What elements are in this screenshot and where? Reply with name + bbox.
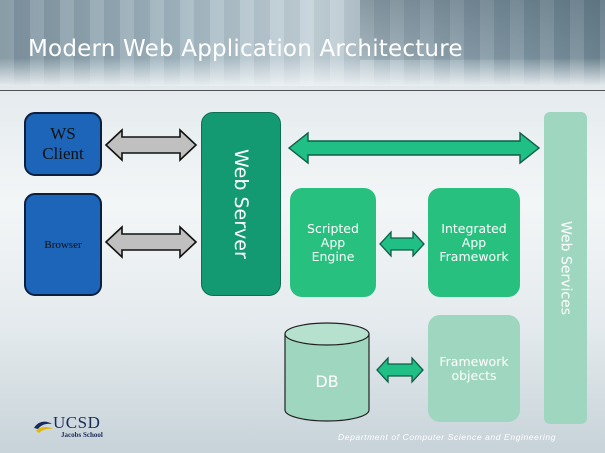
title-banner (0, 0, 605, 86)
db-frameworkobjects-arrow (376, 356, 424, 384)
database-cylinder (284, 322, 370, 422)
integrated-app-framework-label: Integrated App Framework (439, 220, 509, 264)
web-services-box: Web Services (544, 112, 587, 424)
browser-label: Browser (44, 238, 82, 251)
ucsd-logo-subtitle: Jacobs School (61, 431, 103, 439)
integrated-app-framework-box: Integrated App Framework (428, 188, 520, 297)
browser-box: Browser (24, 193, 102, 296)
engine-framework-arrow (379, 230, 425, 258)
scripted-app-engine-box: Scripted App Engine (290, 188, 376, 297)
web-server-label: Web Server (230, 149, 252, 259)
db-label: DB (315, 372, 339, 391)
ucsd-logo-text: UCSD (53, 413, 101, 432)
slide-title: Modern Web Application Architecture (28, 36, 463, 62)
framework-objects-box: Framework objects (428, 315, 520, 422)
web-services-label: Web Services (557, 220, 574, 315)
ws-client-webserver-arrow (104, 128, 198, 162)
footer-department: Department of Computer Science and Engin… (338, 432, 557, 442)
ws-client-box: WS Client (24, 112, 102, 176)
ucsd-logo-icon (34, 421, 53, 433)
scripted-app-engine-label: Scripted App Engine (307, 220, 359, 264)
title-divider (0, 90, 605, 91)
browser-webserver-arrow (104, 225, 198, 259)
web-server-box: Web Server (201, 112, 281, 296)
ws-client-label: WS Client (42, 124, 84, 163)
framework-objects-label: Framework objects (439, 353, 509, 383)
webserver-webservices-arrow (287, 131, 541, 165)
